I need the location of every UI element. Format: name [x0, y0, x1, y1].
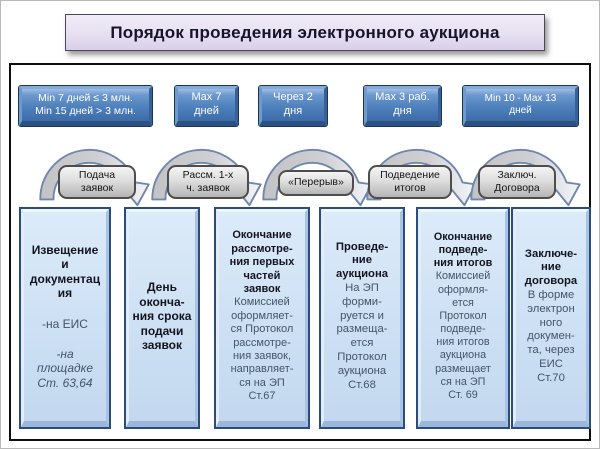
stage-label-first-parts-review: Рассм. 1-х ч. заявок [167, 165, 249, 199]
timing-box-submission-period: Min 7 дней ≤ 3 млн. Min 15 дней > 3 млн. [19, 86, 152, 126]
timing-box-label: Max 7 дней [191, 91, 222, 117]
stage-column-body: На ЭП форми- руется и размеща- ется Прот… [336, 282, 388, 391]
stage-column-auction: Проведе- ние аукциона На ЭП форми- руетс… [321, 209, 403, 427]
stage-column-body: Комиссией оформляет- ся Протокол рассмот… [230, 296, 294, 403]
stage-column-note: -на площадке Ст. 63,64 [36, 346, 94, 390]
stage-column-first-parts-review-end: Окончание рассмотре- ния первых частей з… [216, 209, 308, 427]
stage-label-text: Подача заявок [78, 168, 116, 194]
timing-box-review-period: Max 7 дней [175, 86, 238, 126]
stage-column-body: -на ЕИС [42, 317, 88, 331]
timing-box-label: Через 2 дня [273, 91, 313, 117]
stage-label-submission: Подача заявок [58, 165, 136, 199]
stage-label-text: Заключ. Договора [494, 168, 540, 194]
stage-label-text: Подведение итогов [380, 168, 440, 194]
stage-column-title: День оконча- ния срока подачи заявок [132, 279, 192, 353]
timing-box-contract-period: Min 10 - Max 13 дней [463, 86, 578, 126]
stage-column-submission-deadline: День оконча- ния срока подачи заявок [126, 209, 198, 427]
timing-box-break-period: Через 2 дня [259, 86, 327, 126]
stage-column-body: В форме электрон ного докумен- та, через… [527, 288, 575, 384]
stage-label-break: «Перерыв» [278, 170, 354, 196]
timing-box-label: Min 7 дней ≤ 3 млн. Min 15 дней > 3 млн. [35, 91, 136, 117]
stage-label-text: «Перерыв» [288, 176, 344, 189]
stage-column-title: Заключе- ние договора [524, 247, 578, 288]
stage-label-text: Рассм. 1-х ч. заявок [182, 168, 234, 194]
timing-box-results-period: Max 3 раб. дня [364, 86, 441, 126]
slide-title: Порядок проведения электронного аукциона [65, 14, 545, 51]
stage-column-notice-documentation: Извещение и документац ия -на ЕИС -на пл… [21, 209, 109, 427]
stage-label-results: Подведение итогов [368, 165, 452, 199]
stage-column-title: Проведе- ние аукциона [335, 240, 389, 281]
stage-column-results-end: Окончание подведе- ния итогов Комиссией … [418, 209, 508, 427]
stage-column-title: Извещение и документац ия [29, 242, 101, 301]
slide-title-text: Порядок проведения электронного аукциона [110, 22, 500, 42]
stage-column-title: Окончание рассмотре- ния первых частей з… [229, 229, 295, 295]
timing-box-label: Min 10 - Max 13 дней [484, 92, 557, 117]
timing-box-label: Max 3 раб. дня [375, 91, 430, 117]
stage-column-body: Комиссией оформля- ется Протокол подведе… [435, 270, 491, 401]
stage-column-contract-conclusion: Заключе- ние договора В форме электрон н… [513, 209, 589, 427]
stage-column-title: Окончание подведе- ния итогов [433, 230, 493, 270]
stage-label-contract: Заключ. Договора [478, 165, 556, 199]
